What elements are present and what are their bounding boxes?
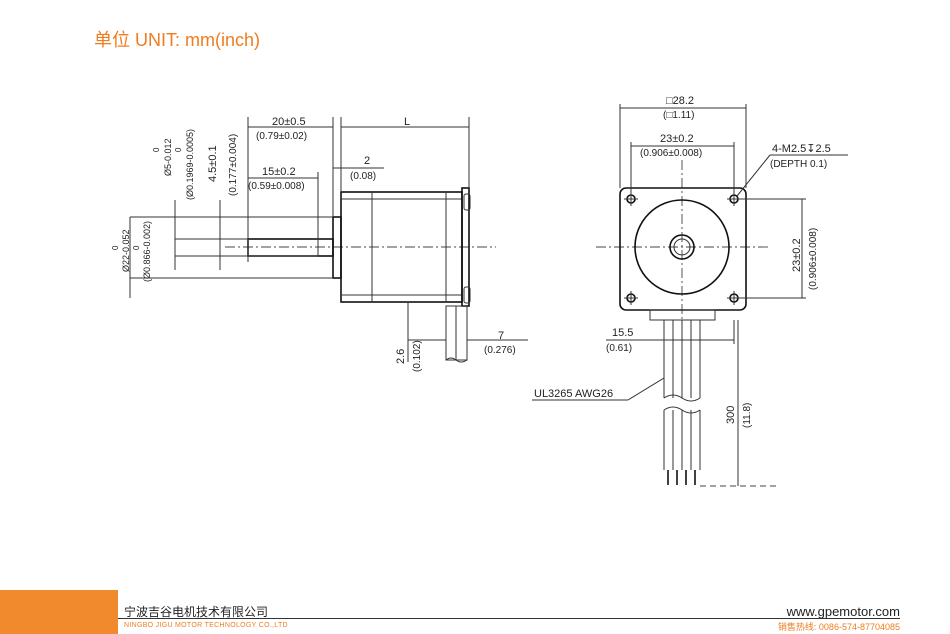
company-name-en: NINGBO JIGU MOTOR TECHNOLOGY CO.,LTD	[124, 622, 288, 629]
dim-lead-height-inch: (0.102)	[412, 340, 423, 372]
dim-pilot-dia-tol: 0	[111, 245, 120, 250]
dim-hole-pitch-h-inch: (0.906±0.008)	[640, 148, 702, 159]
dim-lead-width-inch: (0.276)	[484, 345, 516, 356]
dim-body-length: L	[404, 116, 410, 128]
dim-square: □28.2	[666, 95, 694, 107]
cable-label: UL3265 AWG26	[534, 388, 613, 400]
footer-accent-block	[0, 590, 118, 634]
dim-hole-pitch-v: 23±0.2	[791, 238, 803, 272]
side-view: 20±0.5 (0.79±0.02) L 15±0.2 (0.59±0.008)…	[111, 116, 528, 372]
shaft-outline	[247, 238, 334, 257]
front-view: □28.2 (□1.11) 23±0.2 (0.906±0.008) 4-M2.…	[532, 95, 848, 487]
company-name-cn: 宁波吉谷电机技术有限公司	[124, 605, 269, 619]
dim-shaft-length-inch: (0.79±0.02)	[256, 131, 307, 142]
dim-thread: 4-M2.5↧2.5	[772, 143, 831, 155]
dim-pilot-dia: Ø22-0.052	[121, 229, 131, 272]
dim-lead-length: 300	[725, 406, 737, 424]
dim-flat-length-inch: (0.59±0.008)	[248, 181, 305, 192]
dim-lead-length-inch: (11.8)	[742, 403, 753, 428]
lead-wires-front	[663, 320, 701, 485]
dim-shaft-dia-inch-tol: 0	[174, 147, 183, 152]
dim-flat-height: 4.5±0.1	[207, 145, 219, 182]
dim-pilot-length: 2	[364, 155, 370, 167]
dim-hole-pitch-h: 23±0.2	[660, 133, 694, 145]
dim-hole-pitch-v-inch: (0.906±0.008)	[808, 228, 819, 290]
dim-flat-height-inch: (0.177±0.004)	[228, 134, 239, 196]
dim-shaft-dia-tol: 0	[152, 147, 161, 152]
dim-lead-offset: 15.5	[612, 327, 633, 339]
mounting-holes	[624, 192, 741, 305]
dim-lead-offset-inch: (0.61)	[606, 343, 632, 354]
website-link[interactable]: www.gpemotor.com	[786, 604, 900, 619]
dim-shaft-dia-inch: (Ø0.1969-0.0005)	[185, 129, 195, 200]
dim-lead-width: 7	[498, 330, 504, 342]
motor-dimension-drawing: 20±0.5 (0.79±0.02) L 15±0.2 (0.59±0.008)…	[111, 95, 848, 487]
dim-pilot-length-inch: (0.08)	[350, 171, 376, 182]
dim-pilot-dia-inch-tol: 0	[132, 245, 141, 250]
pilot-circle	[634, 199, 730, 295]
dim-pilot-dia-inch: (Ø0.866-0.002)	[142, 221, 152, 282]
dim-flat-length: 15±0.2	[262, 166, 296, 178]
dim-shaft-dia: Ø5-0.012	[163, 138, 173, 176]
front-flange	[619, 187, 747, 311]
pilot-boss	[332, 216, 342, 279]
dim-thread-depth: (DEPTH 0.1)	[770, 159, 827, 170]
dim-lead-height: 2.6	[395, 349, 407, 364]
dim-square-inch: (□1.11)	[663, 110, 694, 121]
sales-hotline: 销售热线: 0086-574-87704085	[777, 622, 900, 632]
shaft-end	[669, 234, 695, 260]
footer-divider	[118, 618, 900, 619]
dim-shaft-length: 20±0.5	[272, 116, 306, 128]
page-title: 单位 UNIT: mm(inch)	[94, 30, 260, 50]
